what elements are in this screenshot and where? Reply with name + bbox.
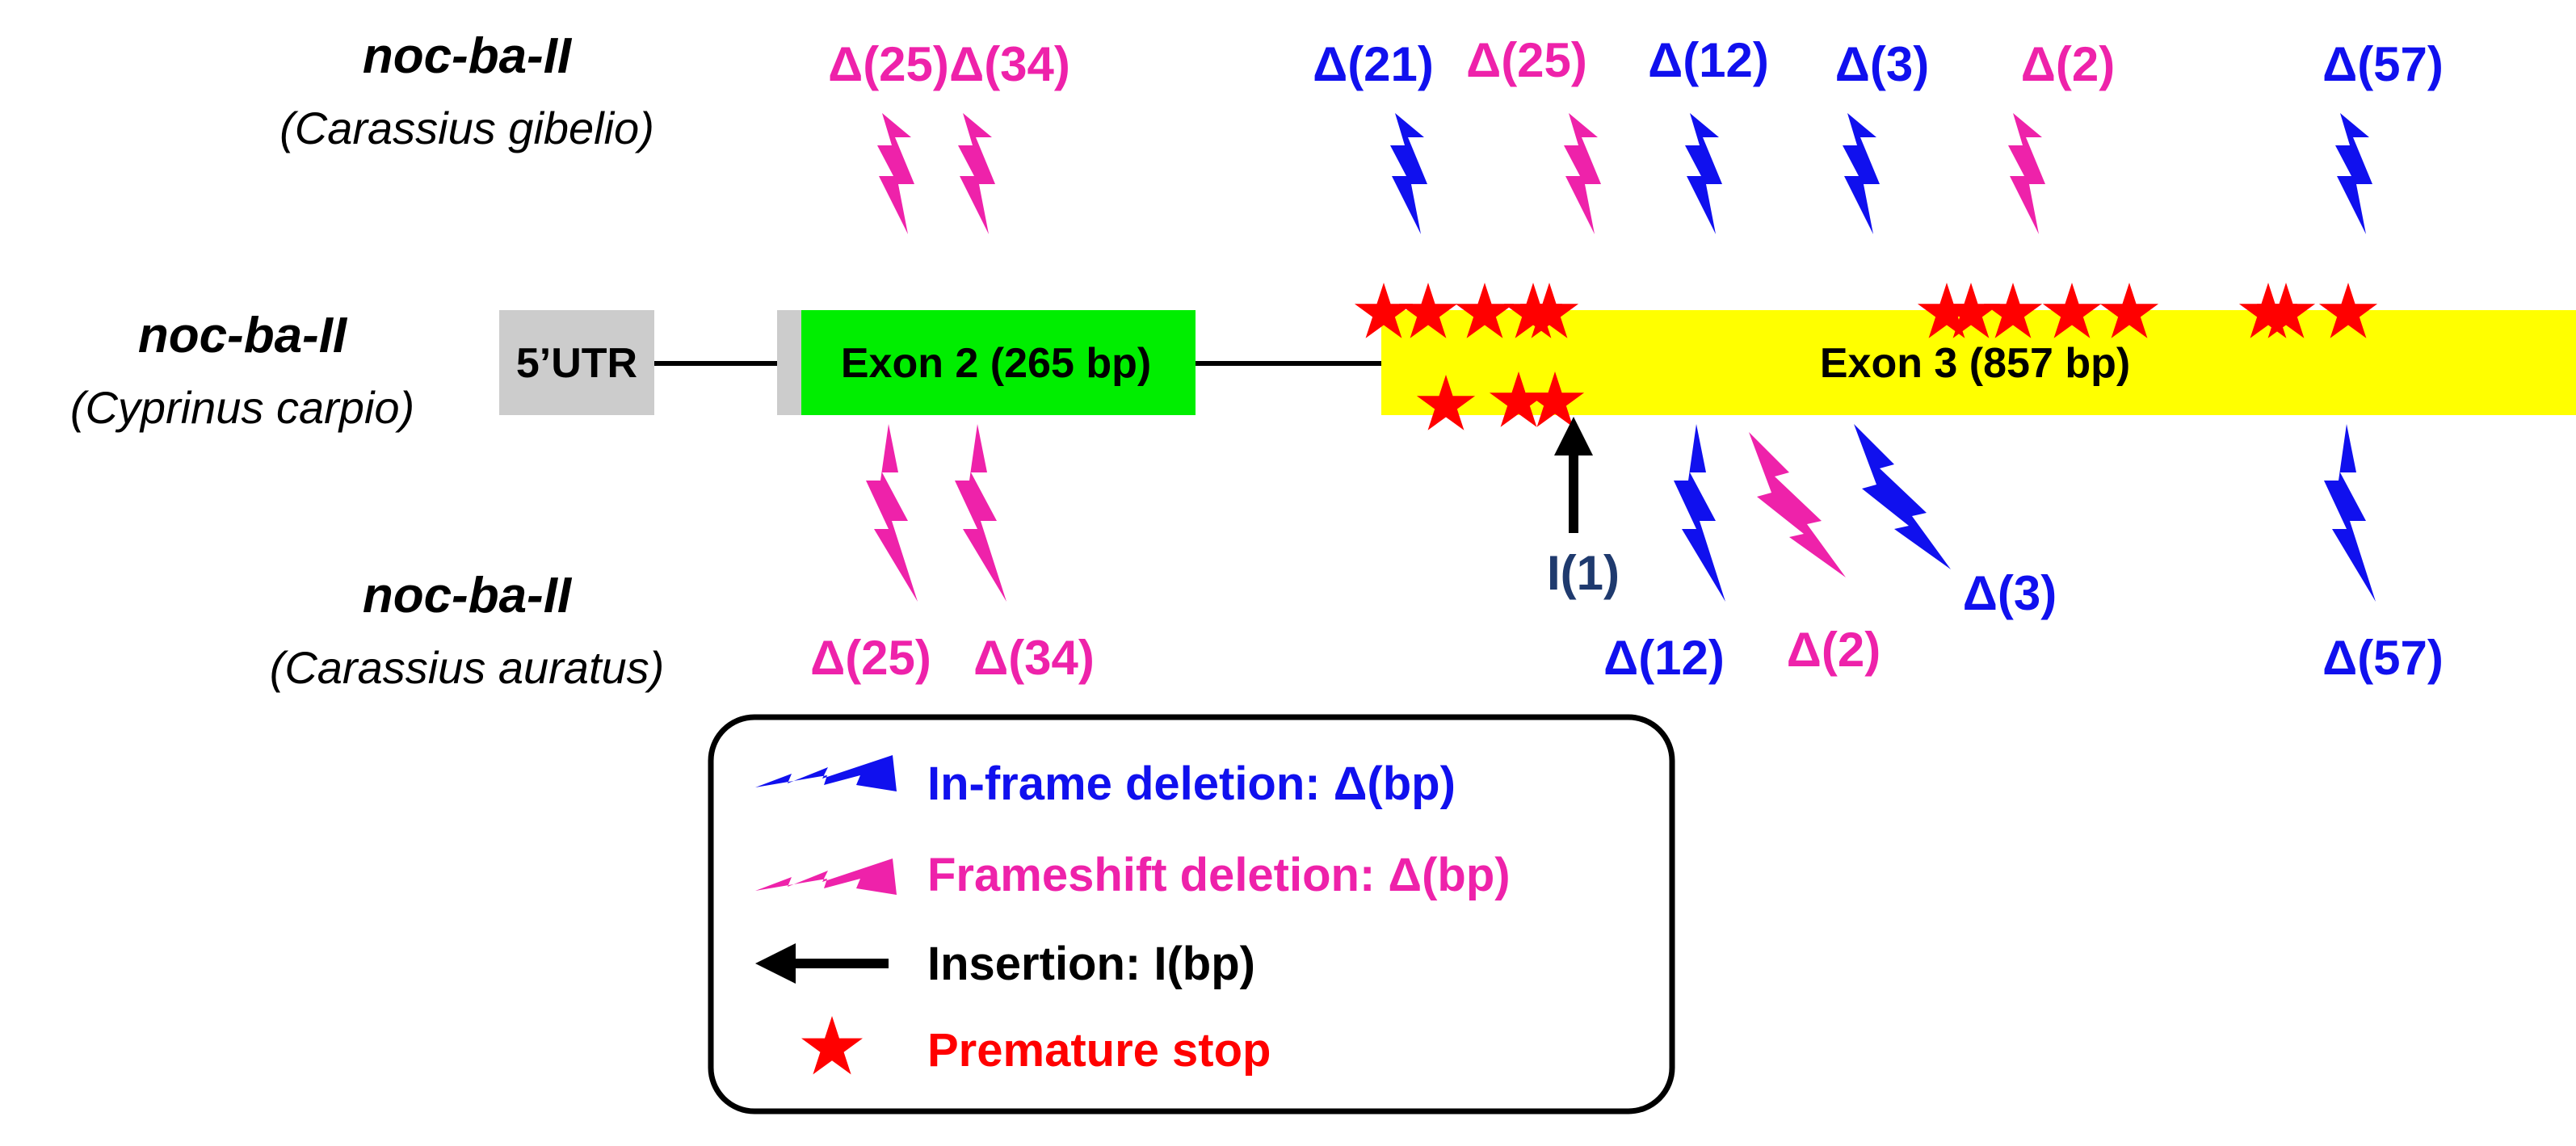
- frameshift-deletion-bolt-icon: [958, 113, 995, 234]
- bottom-mutation-label: Δ(3): [1963, 566, 2057, 620]
- stop-star-icon: [1917, 283, 1977, 338]
- species-top-sub: (Carassius gibelio): [279, 103, 654, 153]
- in-frame-deletion-bolt-icon: [1674, 424, 1725, 602]
- legend-in-frame-label: In-frame deletion: Δ(bp): [927, 758, 1456, 810]
- frameshift-deletion-bolt-icon: [866, 424, 918, 602]
- stop-star-icon: [1941, 283, 2001, 338]
- stop-star-icon: [1525, 372, 1585, 427]
- bottom-mutation-label: Δ(12): [1603, 631, 1725, 685]
- bottom-mutation-label: Δ(2): [1787, 623, 1881, 677]
- stop-stars: [1354, 283, 2378, 430]
- stop-star-icon: [1983, 283, 2043, 338]
- stop-star-icon: [1519, 283, 1579, 338]
- frameshift-deletion-bolt-icon: [955, 424, 1006, 602]
- in-frame-deletion-bolt-icon: [2335, 113, 2372, 234]
- top-mutation-label: Δ(57): [2322, 37, 2444, 91]
- in-frame-deletion-bolt-icon: [1854, 424, 1951, 569]
- legend-in-frame-icon: [755, 755, 897, 791]
- bottom-mutation-label: Δ(34): [973, 631, 1095, 685]
- legend-insertion-arrow-icon: [755, 943, 889, 984]
- stop-star-icon: [2042, 283, 2102, 338]
- stop-star-icon: [1489, 372, 1549, 427]
- in-frame-deletion-bolt-icon: [2324, 424, 2376, 602]
- top-mutation-label: Δ(12): [1648, 33, 1769, 87]
- legend-frameshift-icon: [755, 858, 897, 895]
- frameshift-deletion-bolt-icon: [1749, 432, 1846, 577]
- stop-star-icon: [1398, 283, 1458, 338]
- exon2-label: Exon 2 (265 bp): [841, 340, 1151, 387]
- stop-star-icon: [1455, 283, 1515, 338]
- frameshift-deletion-bolt-icon: [1564, 113, 1601, 234]
- bottom-mutation-label: Δ(25): [810, 631, 931, 685]
- in-frame-deletion-bolt-icon: [1390, 113, 1427, 234]
- stop-star-icon: [2318, 283, 2378, 338]
- stop-star-icon: [1354, 283, 1414, 338]
- frameshift-deletion-bolt-icon: [2008, 113, 2045, 234]
- in-frame-deletion-bolt-icon: [1843, 113, 1880, 234]
- top-mutation-label: Δ(25): [828, 37, 949, 91]
- frameshift-deletion-bolt-icon: [877, 113, 914, 234]
- legend-stop-label: Premature stop: [927, 1024, 1271, 1077]
- utr-label: 5’UTR: [516, 340, 637, 387]
- species-middle-sub: (Cyprinus carpio): [70, 382, 414, 433]
- utr-box: [499, 310, 654, 415]
- species-top-name: noc-ba-II: [363, 28, 573, 84]
- species-middle-name: noc-ba-II: [138, 308, 348, 363]
- stop-star-icon: [2256, 283, 2316, 338]
- top-mutation-label: Δ(2): [2021, 37, 2115, 91]
- insertion-arrow-icon: [1554, 417, 1593, 533]
- top-mutation-label: Δ(3): [1835, 37, 1929, 91]
- species-bottom-sub: (Carassius auratus): [270, 642, 665, 693]
- stop-star-icon: [2099, 283, 2159, 338]
- exon2-utr-part: [777, 310, 801, 415]
- species-bottom-name: noc-ba-II: [363, 568, 573, 623]
- bottom-mutation-bolts: [866, 424, 2376, 602]
- top-mutation-label: Δ(34): [949, 37, 1070, 91]
- top-mutation-label: Δ(21): [1313, 37, 1434, 91]
- legend-stop-star-icon: [801, 1016, 863, 1075]
- top-mutation-label: Δ(25): [1466, 33, 1587, 87]
- legend-insertion-label: Insertion: I(bp): [927, 938, 1255, 990]
- top-mutation-bolts: [877, 113, 2372, 234]
- legend-frameshift-label: Frameshift deletion: Δ(bp): [927, 849, 1511, 901]
- insertion-label: I(1): [1547, 546, 1620, 600]
- exon2-box: [801, 310, 1196, 415]
- stop-star-icon: [1416, 375, 1476, 430]
- in-frame-deletion-bolt-icon: [1685, 113, 1722, 234]
- exon3-label: Exon 3 (857 bp): [1820, 340, 2130, 387]
- legend-box: [708, 714, 1675, 1115]
- bottom-mutation-label: Δ(57): [2322, 631, 2444, 685]
